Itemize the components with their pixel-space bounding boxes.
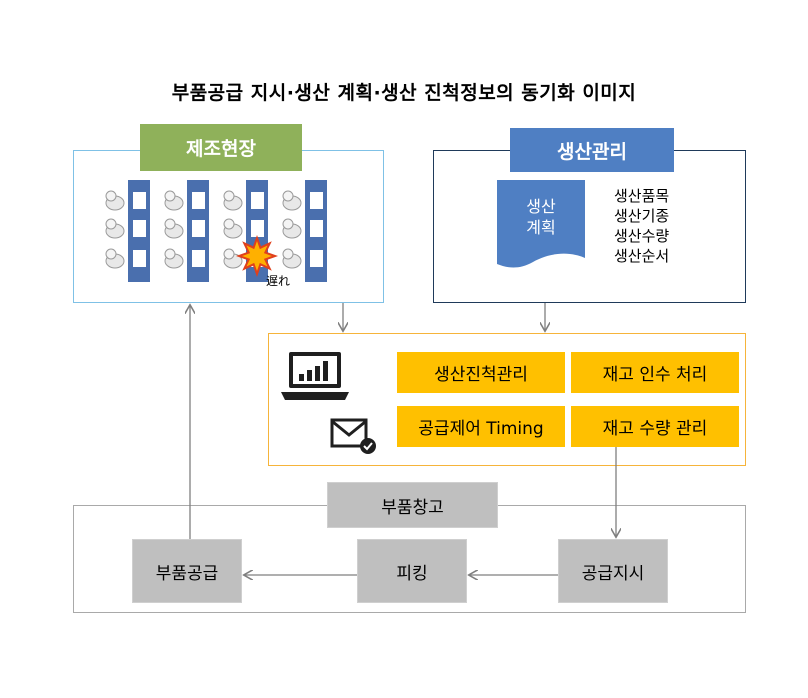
delay-label: 遅れ (266, 274, 291, 288)
worker-icon (282, 190, 302, 211)
delay-burst-icon (235, 234, 279, 278)
progress-management-box: 생산진척관리 (397, 352, 565, 393)
station-slot (310, 220, 323, 237)
list-item: 생산수량 (614, 227, 670, 245)
supply-timing-box: 공급제어 Timing (397, 406, 565, 447)
station-slot (251, 220, 264, 237)
station-slot (310, 250, 323, 267)
supply-instruction-box: 공급지시 (558, 539, 668, 603)
factory-label: 제조현장 (140, 124, 302, 171)
production-management-label: 생산관리 (510, 128, 674, 172)
station-slot (192, 250, 205, 267)
list-item: 생산품목 (614, 187, 670, 205)
worker-icon (223, 190, 243, 211)
picking-box: 피킹 (357, 539, 467, 603)
worker-icon (105, 248, 125, 269)
worker-icon (105, 190, 125, 211)
worker-icon (282, 248, 302, 269)
station-slot (133, 250, 146, 267)
parts-supply-box: 부품공급 (132, 539, 242, 603)
inventory-receipt-box: 재고 인수 처리 (571, 352, 739, 393)
list-item: 생산기종 (614, 207, 670, 225)
worker-icon (164, 248, 184, 269)
system-panel (268, 333, 746, 466)
production-plan-document-icon (497, 180, 585, 268)
inventory-quantity-box: 재고 수량 관리 (571, 406, 739, 447)
worker-icon (223, 218, 243, 239)
production-lines-illustration (105, 180, 327, 282)
worker-icon (105, 218, 125, 239)
page-title: 부품공급 지시·생산 계획·생산 진척정보의 동기화 이미지 (171, 82, 637, 104)
document-line-1: 생산 (526, 197, 556, 216)
station-slot (133, 192, 146, 209)
worker-icon (282, 218, 302, 239)
document-line-2: 계획 (526, 218, 556, 237)
station-slot (251, 192, 264, 209)
worker-icon (164, 218, 184, 239)
warehouse-label: 부품창고 (327, 482, 498, 528)
station-slot (192, 192, 205, 209)
laptop-chart-icon (281, 352, 349, 400)
station-slot (192, 220, 205, 237)
worker-icon (164, 190, 184, 211)
list-item: 생산순서 (614, 247, 670, 265)
mail-check-icon (330, 418, 376, 454)
station-slot (133, 220, 146, 237)
station-slot (310, 192, 323, 209)
worker-icon (223, 248, 243, 269)
production-plan-document-text: 생산 계획 (497, 196, 585, 238)
production-items-list: 생산품목 생산기종 생산수량 생산순서 (614, 186, 669, 266)
